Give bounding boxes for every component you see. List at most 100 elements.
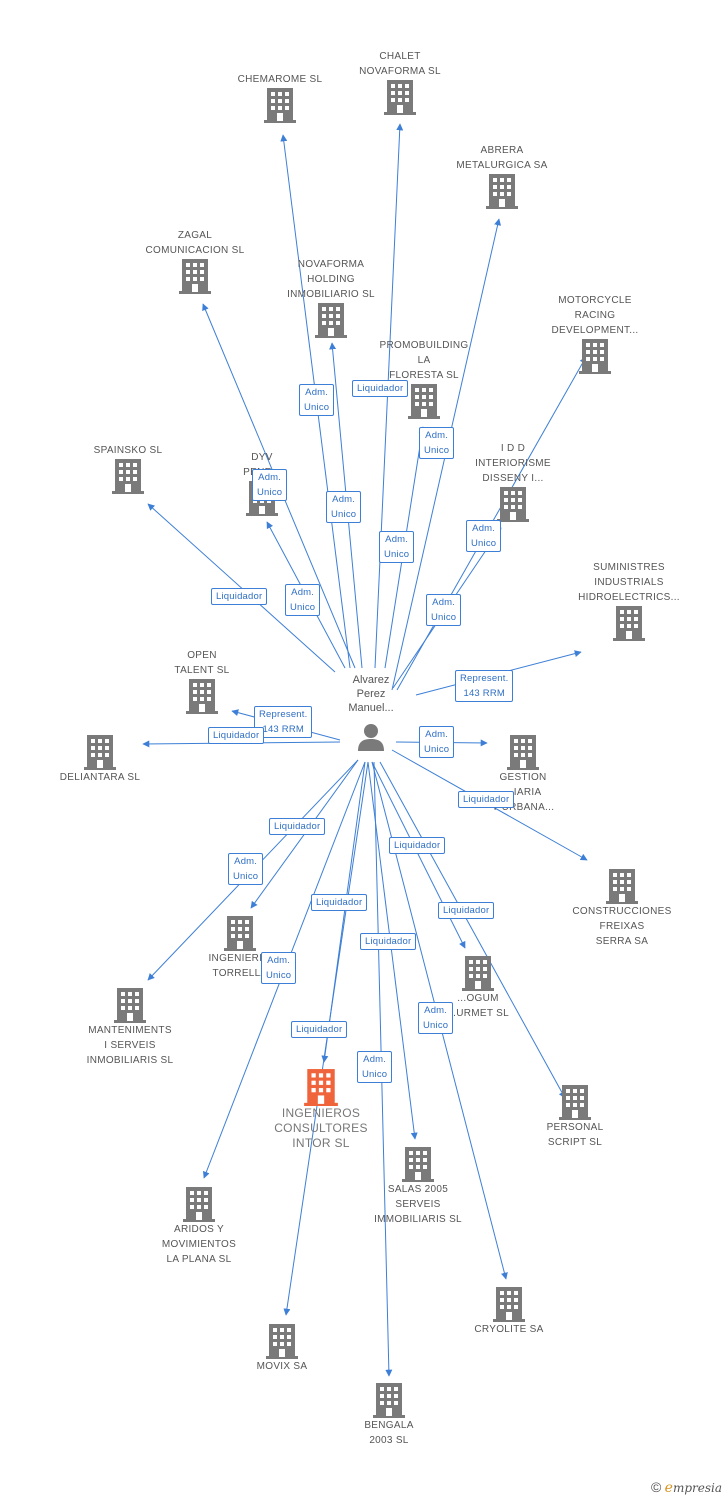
company-node-motorcycle[interactable]: MOTORCYCLE RACING DEVELOPMENT... (535, 293, 655, 374)
company-node-novaforma[interactable]: NOVAFORMA HOLDING INMOBILIARIO SL (271, 257, 391, 338)
building-icon (114, 988, 146, 1023)
building-icon (408, 384, 440, 419)
relation-label[interactable]: Adm. Unico (357, 1051, 393, 1083)
person-icon (358, 724, 384, 751)
company-node-spainsko[interactable]: SPAINSKO SL (68, 443, 188, 494)
relation-label[interactable]: Liquidador (389, 837, 446, 854)
company-label: CONSTRUCCIONES FREIXAS SERRA SA (572, 906, 672, 947)
company-node-promobuilding[interactable]: PROMOBUILDING LA FLORESTA SL (364, 338, 484, 419)
building-icon (497, 487, 529, 522)
building-icon (402, 1147, 434, 1182)
relation-label[interactable]: Adm. Unico (419, 427, 455, 459)
company-label: ABRERA METALURGICA SA (456, 145, 548, 171)
relation-label[interactable]: Adm. Unico (379, 531, 415, 563)
company-node-opentalent[interactable]: OPEN TALENT SL (142, 648, 262, 714)
relation-label[interactable]: Adm. Unico (326, 491, 362, 523)
company-label: DELIANTARA SL (59, 772, 141, 783)
relation-label[interactable]: Adm. Unico (261, 952, 297, 984)
company-label: SPAINSKO SL (93, 445, 163, 456)
company-label: SALAS 2005 SERVEIS IMMOBILIARIS SL (374, 1184, 462, 1225)
company-node-manteniments[interactable]: MANTENIMENTS I SERVEIS INMOBILIARIS SL (70, 987, 190, 1068)
relation-label[interactable]: Adm. Unico (299, 384, 335, 416)
building-icon (606, 869, 638, 904)
company-node-abrera[interactable]: ABRERA METALURGICA SA (442, 143, 562, 209)
company-node-chalet[interactable]: CHALET NOVAFORMA SL (340, 49, 460, 115)
relation-label[interactable]: Liquidador (458, 791, 515, 808)
person-node[interactable]: Alvarez Perez Manuel... (326, 673, 416, 753)
relationship-edge (379, 761, 566, 1099)
building-icon (179, 259, 211, 294)
company-label: INGENIEROS CONSULTORES INTOR SL (274, 1106, 368, 1150)
company-node-personal[interactable]: PERSONAL SCRIPT SL (515, 1084, 635, 1150)
company-node-idd[interactable]: I D D INTERIORISME DISSENY I... (453, 441, 573, 522)
building-icon (315, 303, 347, 338)
company-label: ...OGUM ...URMET SL (446, 993, 510, 1019)
building-icon (266, 1324, 298, 1359)
company-node-suministres[interactable]: SUMINISTRES INDUSTRIALS HIDROELECTRICS..… (560, 560, 698, 641)
company-node-bengala[interactable]: BENGALA 2003 SL (329, 1382, 449, 1448)
relation-label[interactable]: Adm. Unico (426, 594, 462, 626)
company-node-aridos[interactable]: ARIDOS Y MOVIMIENTOS LA PLANA SL (139, 1186, 259, 1267)
company-node-construcciones[interactable]: CONSTRUCCIONES FREIXAS SERRA SA (562, 868, 682, 949)
relation-label[interactable]: Represent. 143 RRM (254, 706, 313, 738)
building-icon (507, 735, 539, 770)
company-label: NOVAFORMA HOLDING INMOBILIARIO SL (287, 259, 375, 300)
company-label: SUMINISTRES INDUSTRIALS HIDROELECTRICS..… (578, 562, 680, 603)
building-icon (579, 339, 611, 374)
company-node-cryolite[interactable]: CRYOLITE SA (449, 1286, 569, 1337)
relation-label[interactable]: Liquidador (311, 894, 368, 911)
company-label: I D D INTERIORISME DISSENY I... (475, 443, 551, 484)
relation-label[interactable]: Adm. Unico (466, 520, 502, 552)
building-icon (384, 80, 416, 115)
building-icon (462, 956, 494, 991)
company-label: CHALET NOVAFORMA SL (359, 51, 441, 77)
building-icon (264, 88, 296, 123)
relationship-edge (283, 761, 369, 1316)
company-node-chemarome[interactable]: CHEMAROME SL (220, 72, 340, 123)
relation-label[interactable]: Adm. Unico (418, 1002, 454, 1034)
company-label: ARIDOS Y MOVIMIENTOS LA PLANA SL (161, 1224, 237, 1265)
relation-label[interactable]: Represent. 143 RRM (455, 670, 514, 702)
company-node-gourmet[interactable]: ...OGUM ...URMET SL (418, 955, 538, 1021)
company-label: PROMOBUILDING LA FLORESTA SL (379, 340, 469, 381)
company-label: ZAGAL COMUNICACION SL (145, 230, 245, 256)
relation-label[interactable]: Adm. Unico (285, 584, 321, 616)
building-icon-highlight (304, 1069, 338, 1106)
relation-label[interactable]: Adm. Unico (252, 469, 288, 501)
relation-label[interactable]: Liquidador (438, 902, 495, 919)
company-label: OPEN TALENT SL (174, 650, 230, 676)
building-icon (186, 679, 218, 714)
company-node-movix[interactable]: MOVIX SA (222, 1323, 342, 1374)
building-icon (224, 916, 256, 951)
relation-label[interactable]: Adm. Unico (228, 853, 264, 885)
company-node-ingtorrella[interactable]: INGENIERI... TORRELLA (180, 915, 300, 981)
relation-label[interactable]: Liquidador (208, 727, 265, 744)
company-label: CRYOLITE SA (474, 1324, 544, 1335)
company-label: BENGALA 2003 SL (364, 1420, 414, 1446)
company-label: CHEMAROME SL (237, 74, 323, 85)
company-label: MANTENIMENTS I SERVEIS INMOBILIARIS SL (86, 1025, 174, 1066)
relation-label[interactable]: Liquidador (291, 1021, 348, 1038)
copyright-symbol: © (650, 1479, 662, 1495)
relation-label[interactable]: Liquidador (211, 588, 268, 605)
company-node-deliantara[interactable]: DELIANTARA SL (40, 734, 160, 785)
building-icon (112, 459, 144, 494)
company-node-zagal[interactable]: ZAGAL COMUNICACION SL (135, 228, 255, 294)
brand-logo: © empresia (651, 1479, 722, 1496)
relation-label[interactable]: Adm. Unico (419, 726, 455, 758)
building-icon (183, 1187, 215, 1222)
relation-label[interactable]: Liquidador (352, 380, 409, 397)
company-label: INGENIERI... TORRELLA (208, 953, 272, 979)
relationship-edge (371, 761, 466, 949)
building-icon (559, 1085, 591, 1120)
company-node-intor[interactable]: INGENIEROS CONSULTORES INTOR SL (260, 1068, 382, 1151)
building-icon (84, 735, 116, 770)
company-node-salas[interactable]: SALAS 2005 SERVEIS IMMOBILIARIS SL (358, 1146, 478, 1227)
building-icon (613, 606, 645, 641)
person-label: Alvarez Perez Manuel... (348, 674, 394, 714)
building-icon (493, 1287, 525, 1322)
relation-label[interactable]: Liquidador (269, 818, 326, 835)
building-icon (486, 174, 518, 209)
relation-label[interactable]: Liquidador (360, 933, 417, 950)
